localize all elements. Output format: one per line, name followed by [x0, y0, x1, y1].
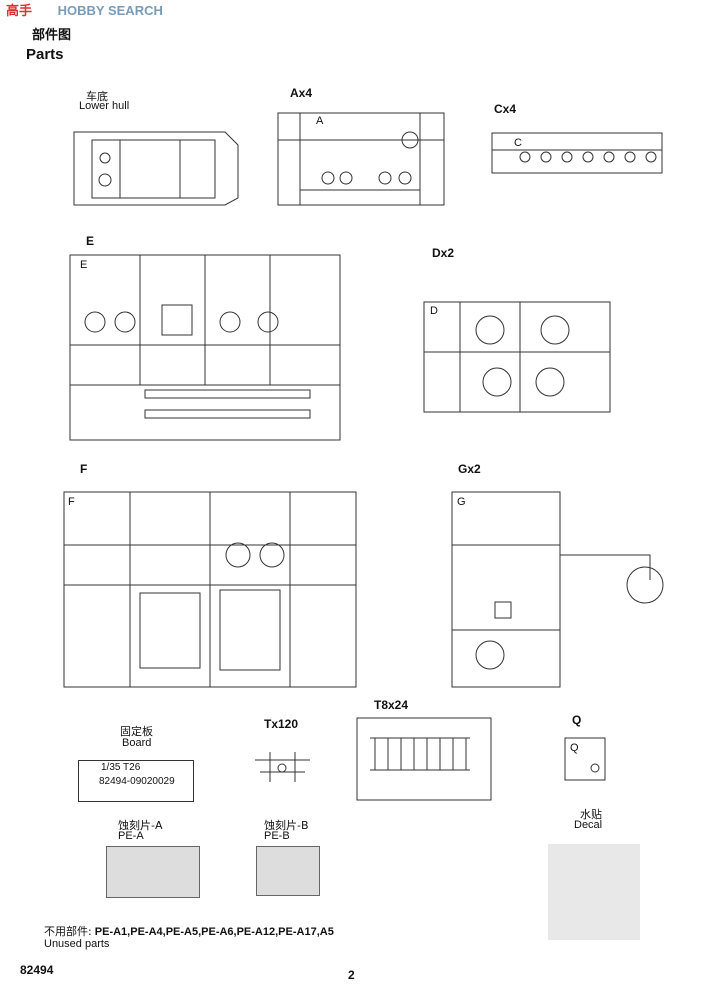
sprue-a-label: Ax4 — [290, 86, 313, 100]
sprue-c-letter: C — [514, 137, 522, 149]
sprue-a-drawing — [277, 112, 445, 206]
pe-b-label: PE-B — [264, 830, 290, 842]
sprue-q-label: Q — [572, 713, 582, 727]
unused-parts-label-cn: 不用部件: — [44, 925, 92, 938]
section-title: Parts — [26, 46, 64, 63]
logo-cn: 高手 — [6, 3, 33, 18]
board-plate: 1/35 T26 82494-09020029 — [78, 760, 194, 802]
board-label-cn: 固定板 — [120, 725, 153, 738]
sprue-f-drawing — [63, 491, 357, 688]
board-label: Board — [122, 737, 152, 749]
sprue-t-label: T8x24 — [374, 698, 409, 712]
sprue-d-letter: D — [430, 305, 438, 317]
sprue-c-label: Cx4 — [494, 102, 517, 116]
pe-b-label-cn: 蚀刻片-B — [264, 819, 309, 832]
logo-en: HOBBY SEARCH — [57, 3, 163, 18]
board-line2: 82494-09020029 — [99, 776, 175, 787]
sprue-tx-label: Tx120 — [264, 717, 299, 731]
unused-parts-label: Unused parts — [44, 938, 110, 950]
decal-sheet — [548, 844, 640, 940]
sprue-f-letter: F — [68, 496, 75, 508]
decal-label: Decal — [574, 819, 603, 831]
section-title-cn: 部件图 — [32, 28, 72, 43]
pe-a-label: PE-A — [118, 830, 144, 842]
sprue-g-label: Gx2 — [458, 462, 481, 476]
pe-b-fret — [256, 846, 320, 896]
model-number: 82494 — [20, 963, 54, 977]
sprue-e-label: E — [86, 234, 95, 248]
sprue-d-label: Dx2 — [432, 246, 455, 260]
pe-a-fret — [106, 846, 200, 898]
sprue-t-drawing — [356, 717, 492, 801]
sprue-q-drawing — [564, 737, 606, 781]
sprue-g-letter: G — [457, 496, 466, 508]
sprue-tx-drawing — [255, 752, 310, 782]
lower-hull-label: Lower hull — [79, 100, 130, 112]
watermark-logo: 高手 HOBBY SEARCH — [6, 4, 163, 17]
sprue-d-drawing — [423, 301, 611, 413]
sprue-a-letter: A — [316, 115, 324, 127]
decal-label-cn: 水贴 — [580, 808, 602, 821]
board-line1: 1/35 T26 — [101, 762, 141, 773]
sprue-f-label: F — [80, 462, 88, 476]
sprue-g-drawing — [451, 491, 664, 688]
sprue-c-drawing — [491, 132, 663, 174]
sprue-e-letter: E — [80, 259, 88, 271]
sprue-q-letter: Q — [570, 742, 579, 754]
lower-hull-label-cn: 车底 — [86, 90, 108, 103]
pe-a-label-cn: 蚀刻片-A — [118, 819, 163, 832]
lower-hull-drawing — [73, 131, 239, 206]
page-number: 2 — [348, 968, 355, 982]
unused-parts-line: 不用部件: PE-A1,PE-A4,PE-A5,PE-A6,PE-A12,PE-… — [44, 925, 334, 939]
unused-parts-list: PE-A1,PE-A4,PE-A5,PE-A6,PE-A12,PE-A17,A5 — [94, 926, 334, 938]
sprue-e-drawing — [69, 254, 341, 441]
